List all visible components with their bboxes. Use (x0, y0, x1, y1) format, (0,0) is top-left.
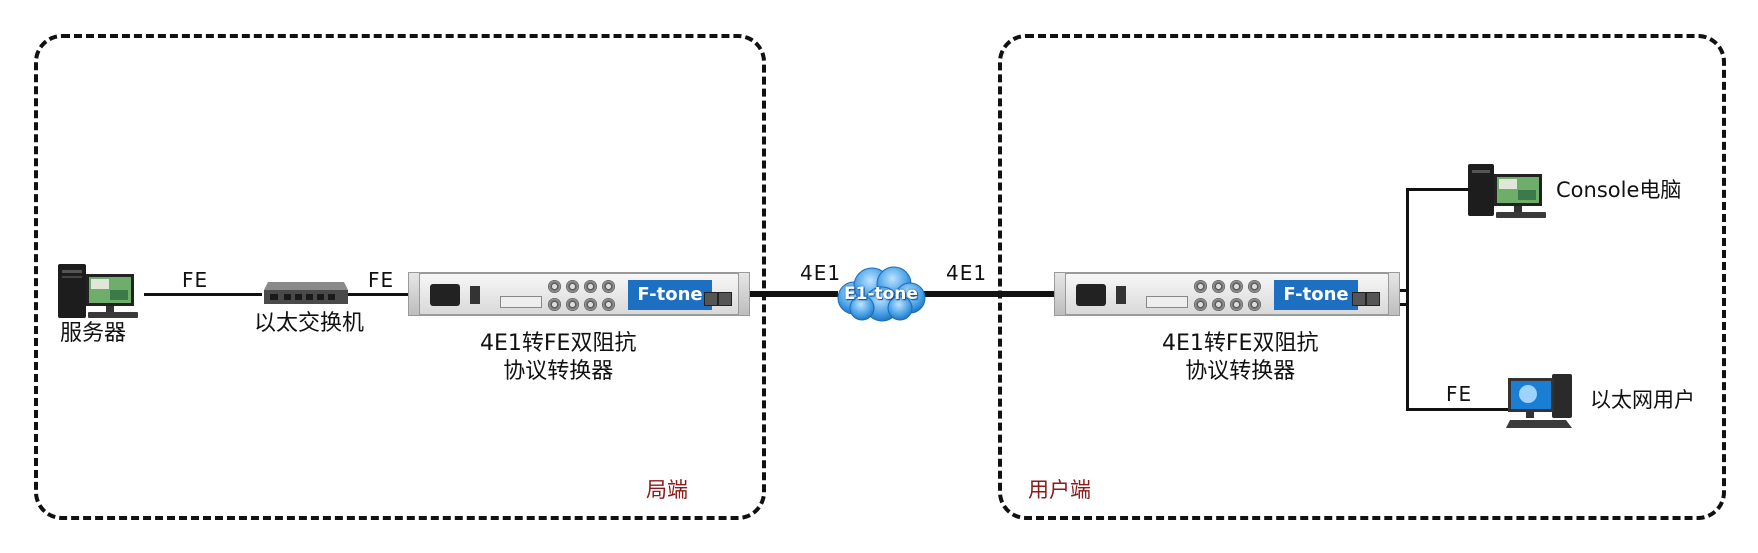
server-label: 服务器 (60, 321, 127, 346)
converter-icon-left: F-tone (408, 272, 750, 316)
link-label-fe-server: FE (182, 268, 209, 292)
brand-logo-left: F-tone (628, 280, 712, 310)
link-label-fe-user: FE (1446, 382, 1473, 406)
ethernet-user-label: 以太网用户 (1590, 388, 1695, 412)
line-e1-right (924, 291, 1064, 297)
server-icon (58, 264, 138, 318)
converter-right-label: 4E1转FE双阻抗 协议转换器 (1162, 330, 1318, 386)
line-branch-console (1406, 188, 1472, 191)
switch-label: 以太交换机 (254, 311, 365, 336)
line-server-switch (144, 293, 262, 296)
console-pc-icon (1468, 164, 1546, 218)
user-end-label: 用户端 (1028, 478, 1091, 502)
link-label-4e1-left: 4E1 (800, 261, 842, 285)
user-end-zone (998, 34, 1726, 520)
link-label-4e1-right: 4E1 (946, 261, 988, 285)
converter-icon-right: F-tone (1054, 272, 1400, 316)
line-switch-converter (348, 293, 418, 296)
line-e1-left (738, 291, 838, 297)
cloud-label: E1-tone (844, 284, 918, 304)
converter-right-label-line1: 4E1转FE双阻抗 (1162, 331, 1319, 356)
brand-logo-right: F-tone (1274, 280, 1358, 310)
cloud-icon (837, 266, 926, 322)
line-branch-user (1406, 408, 1516, 411)
converter-right-label-line2: 协议转换器 (1185, 359, 1296, 384)
converter-left-label-line1: 4E1转FE双阻抗 (480, 331, 637, 356)
console-pc-label: Console电脑 (1556, 178, 1682, 202)
converter-left-label: 4E1转FE双阻抗 协议转换器 (480, 330, 636, 386)
link-label-fe-switch: FE (368, 268, 395, 292)
line-branch-vertical (1406, 188, 1409, 411)
switch-icon (264, 282, 348, 304)
local-end-label: 局端 (646, 478, 688, 502)
converter-left-label-line2: 协议转换器 (503, 359, 614, 384)
ethernet-user-icon (1506, 374, 1572, 428)
local-end-zone (34, 34, 766, 520)
